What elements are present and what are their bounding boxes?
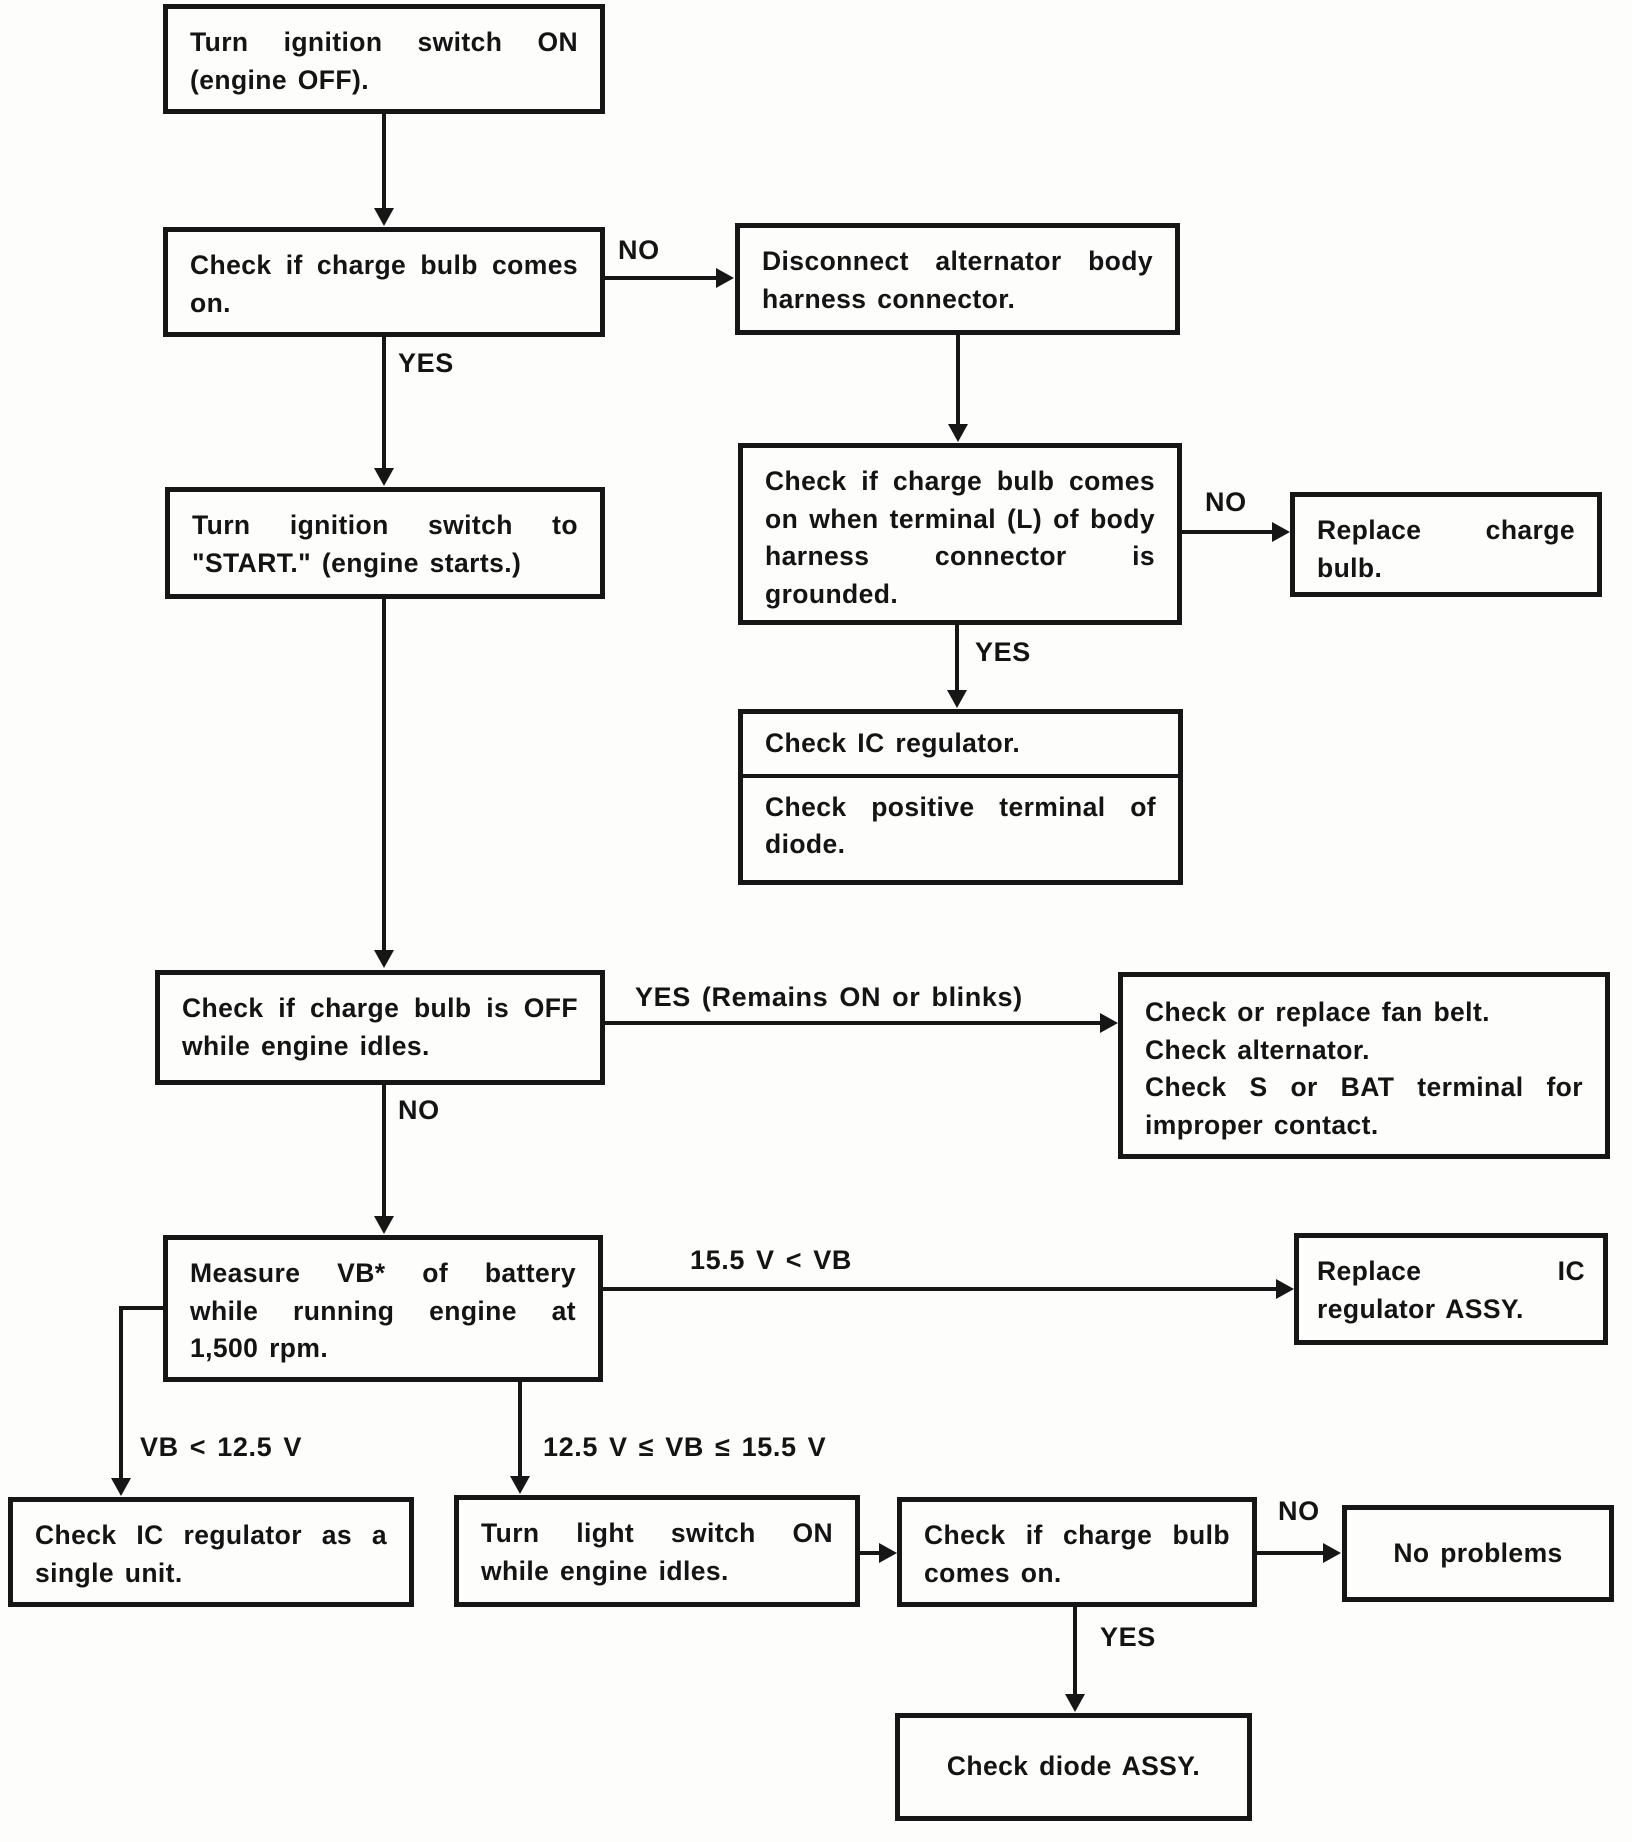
connector-offidle-to-measure: [382, 1085, 386, 1217]
node-disconnect-harness: Disconnect alternator body harness conne…: [735, 223, 1180, 335]
node-check-ic-regulator: Check IC regulator.: [743, 714, 1178, 778]
connector-lightswitch-to-checkbulb2: [860, 1551, 882, 1555]
connector-checkbulb-to-start: [382, 337, 386, 469]
node-check-ic-regulator-group: Check IC regulator. Check positive termi…: [738, 709, 1183, 885]
node-check-ic-single-unit: Check IC regulator as a single unit.: [8, 1497, 414, 1607]
node-no-problems: No problems: [1342, 1505, 1614, 1602]
edge-label-yes-grounded: YES: [975, 637, 1031, 667]
node-check-bulb-grounded: Check if charge bulb comes on when termi…: [738, 443, 1182, 625]
arrowhead-grounded-to-icregulator: [947, 690, 967, 708]
edge-label-yes-remains-on: YES (Remains ON or blinks): [635, 982, 1023, 1012]
edge-label-vb-high: 15.5 V < VB: [690, 1245, 852, 1275]
connector-disconnect-to-grounded: [956, 335, 960, 425]
arrowhead-checkbulb2-to-noproblems: [1323, 1543, 1341, 1563]
edge-label-no-grounded: NO: [1205, 487, 1247, 517]
node-check-fan-belt: Check or replace fan belt. Check alterna…: [1118, 972, 1610, 1159]
node-turn-light-switch: Turn light switch ON while engine idles.: [454, 1495, 860, 1607]
edge-label-no-bulb: NO: [618, 235, 660, 265]
arrowhead-disconnect-to-grounded: [948, 424, 968, 442]
arrowhead-measure-to-singleunit: [111, 1478, 131, 1496]
arrowhead-ignition-to-checkbulb: [374, 208, 394, 226]
connector-ignition-to-checkbulb: [382, 114, 386, 208]
node-measure-vb: Measure VB* of battery while running eng…: [163, 1235, 603, 1382]
connector-grounded-to-replacebulb: [1182, 530, 1274, 534]
connector-grounded-to-icregulator: [955, 625, 959, 691]
arrowhead-grounded-to-replacebulb: [1272, 522, 1290, 542]
edge-label-no-off-idle: NO: [398, 1095, 440, 1125]
node-check-fan-belt-line3: Check S or BAT terminal for improper con…: [1145, 1072, 1583, 1140]
node-check-bulb-on: Check if charge bulb comes on.: [163, 227, 605, 337]
connector-checkbulb2-to-noproblems: [1257, 1551, 1325, 1555]
arrowhead-lightswitch-to-checkbulb2: [879, 1543, 897, 1563]
connector-measure-left-vertical: [119, 1306, 123, 1480]
node-turn-ignition-start: Turn ignition switch to "START." (engine…: [165, 487, 605, 599]
edge-label-yes-bulb2: YES: [1100, 1622, 1156, 1652]
arrowhead-checkbulb-to-disconnect: [716, 268, 734, 288]
edge-label-vb-mid: 12.5 V ≤ VB ≤ 15.5 V: [543, 1432, 827, 1462]
node-check-fan-belt-line2: Check alternator.: [1145, 1034, 1370, 1065]
connector-start-to-offidle: [382, 599, 386, 951]
arrowhead-offidle-to-measure: [374, 1216, 394, 1234]
arrowhead-measure-to-lightswitch: [510, 1476, 530, 1494]
node-replace-ic-assy: Replace IC regulator ASSY.: [1294, 1233, 1608, 1345]
connector-checkbulb2-to-diode: [1073, 1607, 1077, 1695]
node-check-bulb-on-2: Check if charge bulb comes on.: [897, 1497, 1257, 1607]
connector-measure-left-horizontal: [119, 1306, 167, 1310]
arrowhead-checkbulb2-to-diode: [1065, 1694, 1085, 1712]
arrowhead-checkbulb-to-start: [374, 468, 394, 486]
connector-checkbulb-to-disconnect: [605, 276, 717, 280]
arrowhead-offidle-to-fanbelt: [1100, 1013, 1118, 1033]
connector-offidle-to-fanbelt: [605, 1021, 1102, 1025]
node-check-fan-belt-line1: Check or replace fan belt.: [1145, 997, 1490, 1027]
node-check-bulb-off-idle: Check if charge bulb is OFF while engine…: [155, 970, 605, 1085]
connector-measure-to-lightswitch: [518, 1382, 522, 1478]
node-check-diode-assy: Check diode ASSY.: [895, 1713, 1252, 1821]
connector-measure-to-replaceassy: [603, 1287, 1278, 1291]
node-replace-charge-bulb: Replace charge bulb.: [1290, 492, 1602, 597]
edge-label-yes-bulb: YES: [398, 348, 454, 378]
node-check-positive-terminal: Check positive terminal of diode.: [765, 791, 1156, 860]
arrowhead-start-to-offidle: [374, 950, 394, 968]
edge-label-vb-low: VB < 12.5 V: [140, 1432, 302, 1462]
arrowhead-measure-to-replaceassy: [1276, 1279, 1294, 1299]
node-turn-ignition-on: Turn ignition switch ON (engine OFF).: [163, 4, 605, 114]
edge-label-no-bulb2: NO: [1278, 1496, 1320, 1526]
